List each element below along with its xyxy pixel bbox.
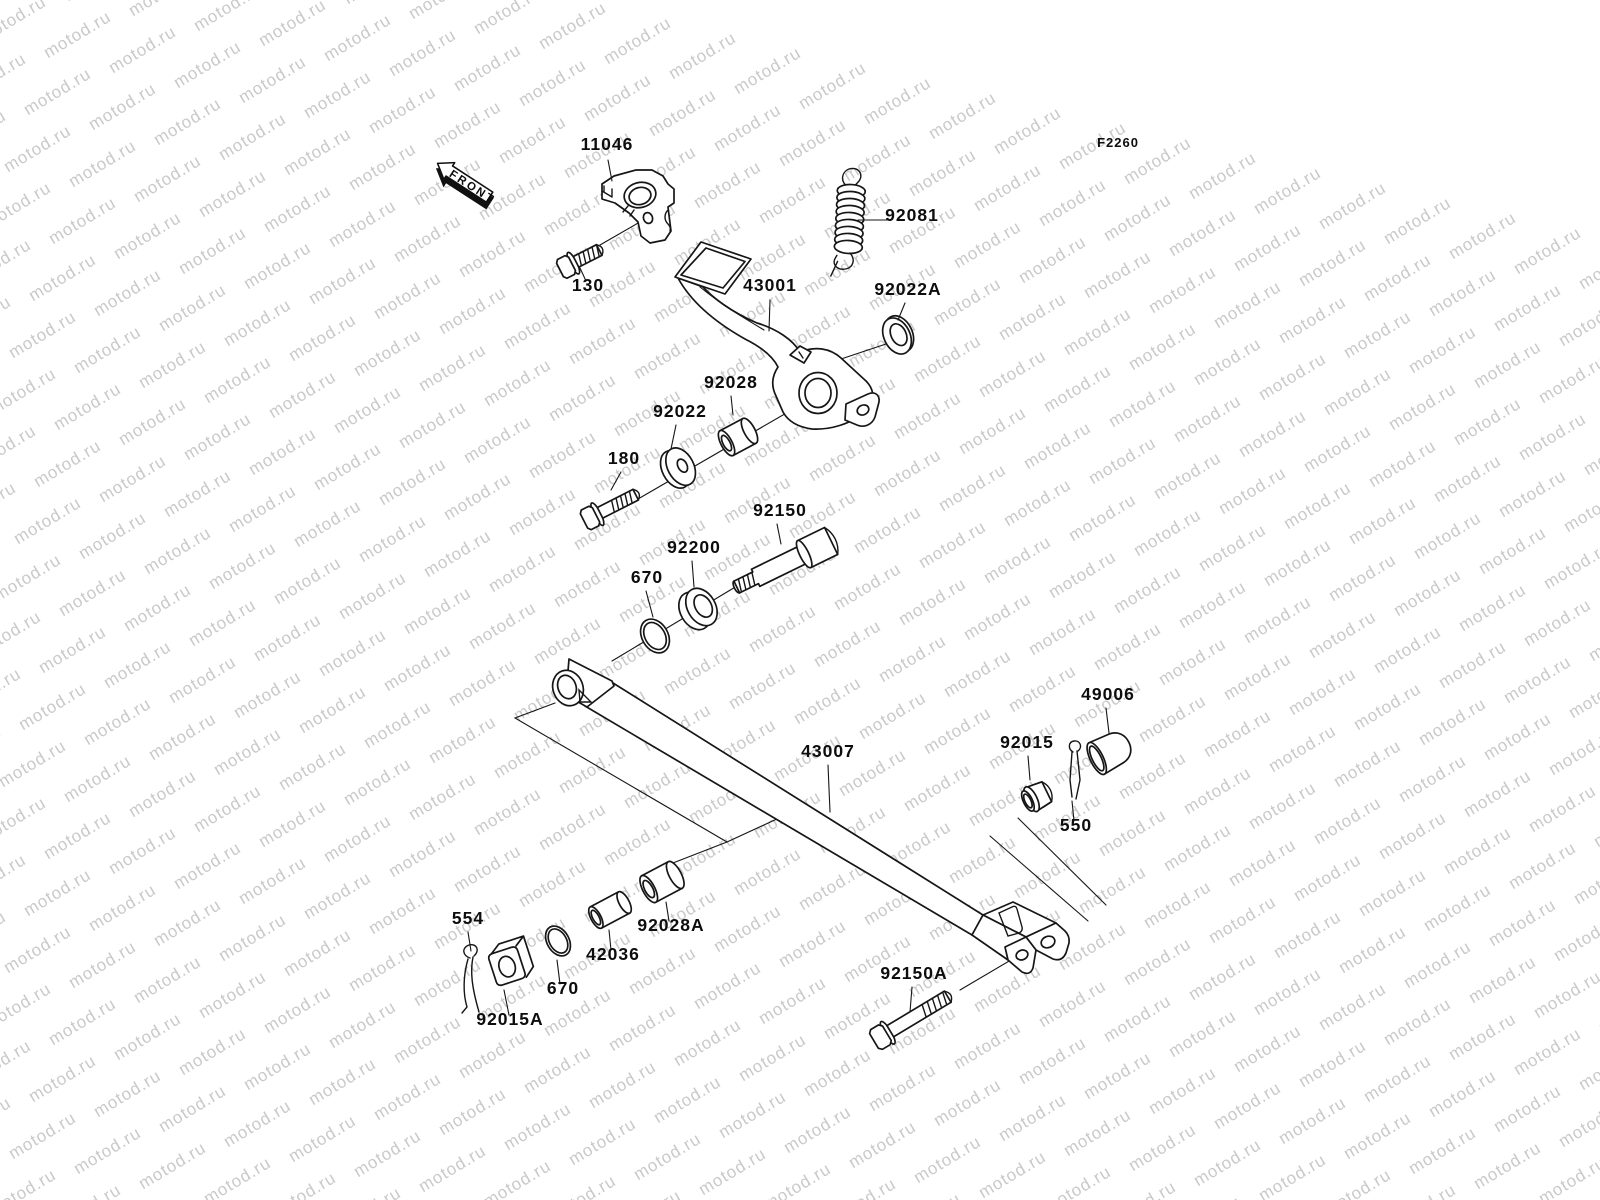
leader-line-49006: [1105, 707, 1110, 734]
figure-code: F2260: [1097, 135, 1139, 150]
cotter-pin-550: [1068, 740, 1082, 800]
bolt-180: [579, 488, 641, 531]
part-label-92200: 92200: [667, 537, 721, 557]
leader-line-92150A: [909, 986, 913, 1013]
leader-line-92015: [1027, 755, 1031, 781]
part-label-670B: 670: [547, 978, 579, 998]
leader-line-554: [467, 931, 472, 952]
o-ring-670-lower: [544, 925, 572, 957]
part-label-42036: 42036: [586, 944, 640, 964]
nut-92015A: [487, 935, 535, 987]
brake-rod-43007: [584, 682, 984, 936]
part-label-550: 550: [1060, 815, 1092, 835]
washer-92200: [677, 587, 719, 631]
spring-92081: [830, 167, 867, 277]
bushing-92028A: [639, 860, 685, 904]
leader-line-92028: [730, 395, 734, 416]
part-label-130: 130: [572, 275, 604, 295]
bracket-11046: [601, 169, 675, 244]
washer-92022A: [881, 314, 915, 355]
boot-49006: [1086, 732, 1132, 776]
leader-line-92200: [691, 560, 695, 588]
o-ring-670-upper: [639, 618, 671, 654]
part-label-92015: 92015: [1000, 732, 1054, 752]
leader-line-92022A: [897, 302, 906, 321]
leader-line-92015A: [503, 989, 510, 1016]
r-pin-554: [461, 943, 480, 1014]
leader-line-670B: [556, 959, 561, 985]
leader-line-43007: [827, 764, 831, 813]
leader-line-92022: [670, 424, 677, 450]
leader-line-11046: [607, 159, 613, 182]
leader-line-670: [645, 590, 654, 618]
nut-92015: [1020, 781, 1053, 813]
part-label-92150A: 92150A: [880, 963, 947, 983]
part-label-92022: 92022: [653, 401, 707, 421]
assembly-lines: [513, 218, 1107, 991]
brake-pedal-43001: [674, 241, 880, 430]
rod-eyelet: [551, 658, 615, 708]
part-label-92022A: 92022A: [874, 279, 941, 299]
leader-line-43001: [768, 299, 771, 332]
part-label-43001: 43001: [743, 275, 797, 295]
part-labels: 11046 130 43001 92081 92022A 92028 92022 180 921…: [452, 134, 1135, 1029]
bolt-130: [555, 243, 604, 280]
sleeve-42036: [587, 890, 633, 930]
washer-92022: [659, 447, 697, 489]
part-label-43007: 43007: [801, 741, 855, 761]
bolt-92150: [732, 526, 839, 594]
part-label-49006: 49006: [1081, 684, 1135, 704]
part-label-180: 180: [608, 448, 640, 468]
rod-clevis: [971, 901, 1071, 975]
part-label-92028A: 92028A: [637, 915, 704, 935]
part-label-92081: 92081: [885, 205, 939, 225]
part-label-670: 670: [631, 567, 663, 587]
part-label-92015A: 92015A: [476, 1009, 543, 1029]
leader-line-92150: [776, 523, 782, 545]
bolt-92150A: [868, 990, 953, 1051]
leader-line-180: [610, 471, 622, 491]
front-arrow: FRONT: [435, 161, 497, 210]
collar-92028: [717, 417, 759, 457]
leader-line-42036: [608, 929, 612, 951]
part-label-554: 554: [452, 908, 484, 928]
part-label-92150: 92150: [753, 500, 807, 520]
leader-line-92028A: [665, 901, 670, 922]
part-label-92028: 92028: [704, 372, 758, 392]
part-label-11046: 11046: [581, 134, 634, 154]
leader-line-550: [1071, 800, 1075, 822]
leader-line-130: [579, 267, 587, 282]
